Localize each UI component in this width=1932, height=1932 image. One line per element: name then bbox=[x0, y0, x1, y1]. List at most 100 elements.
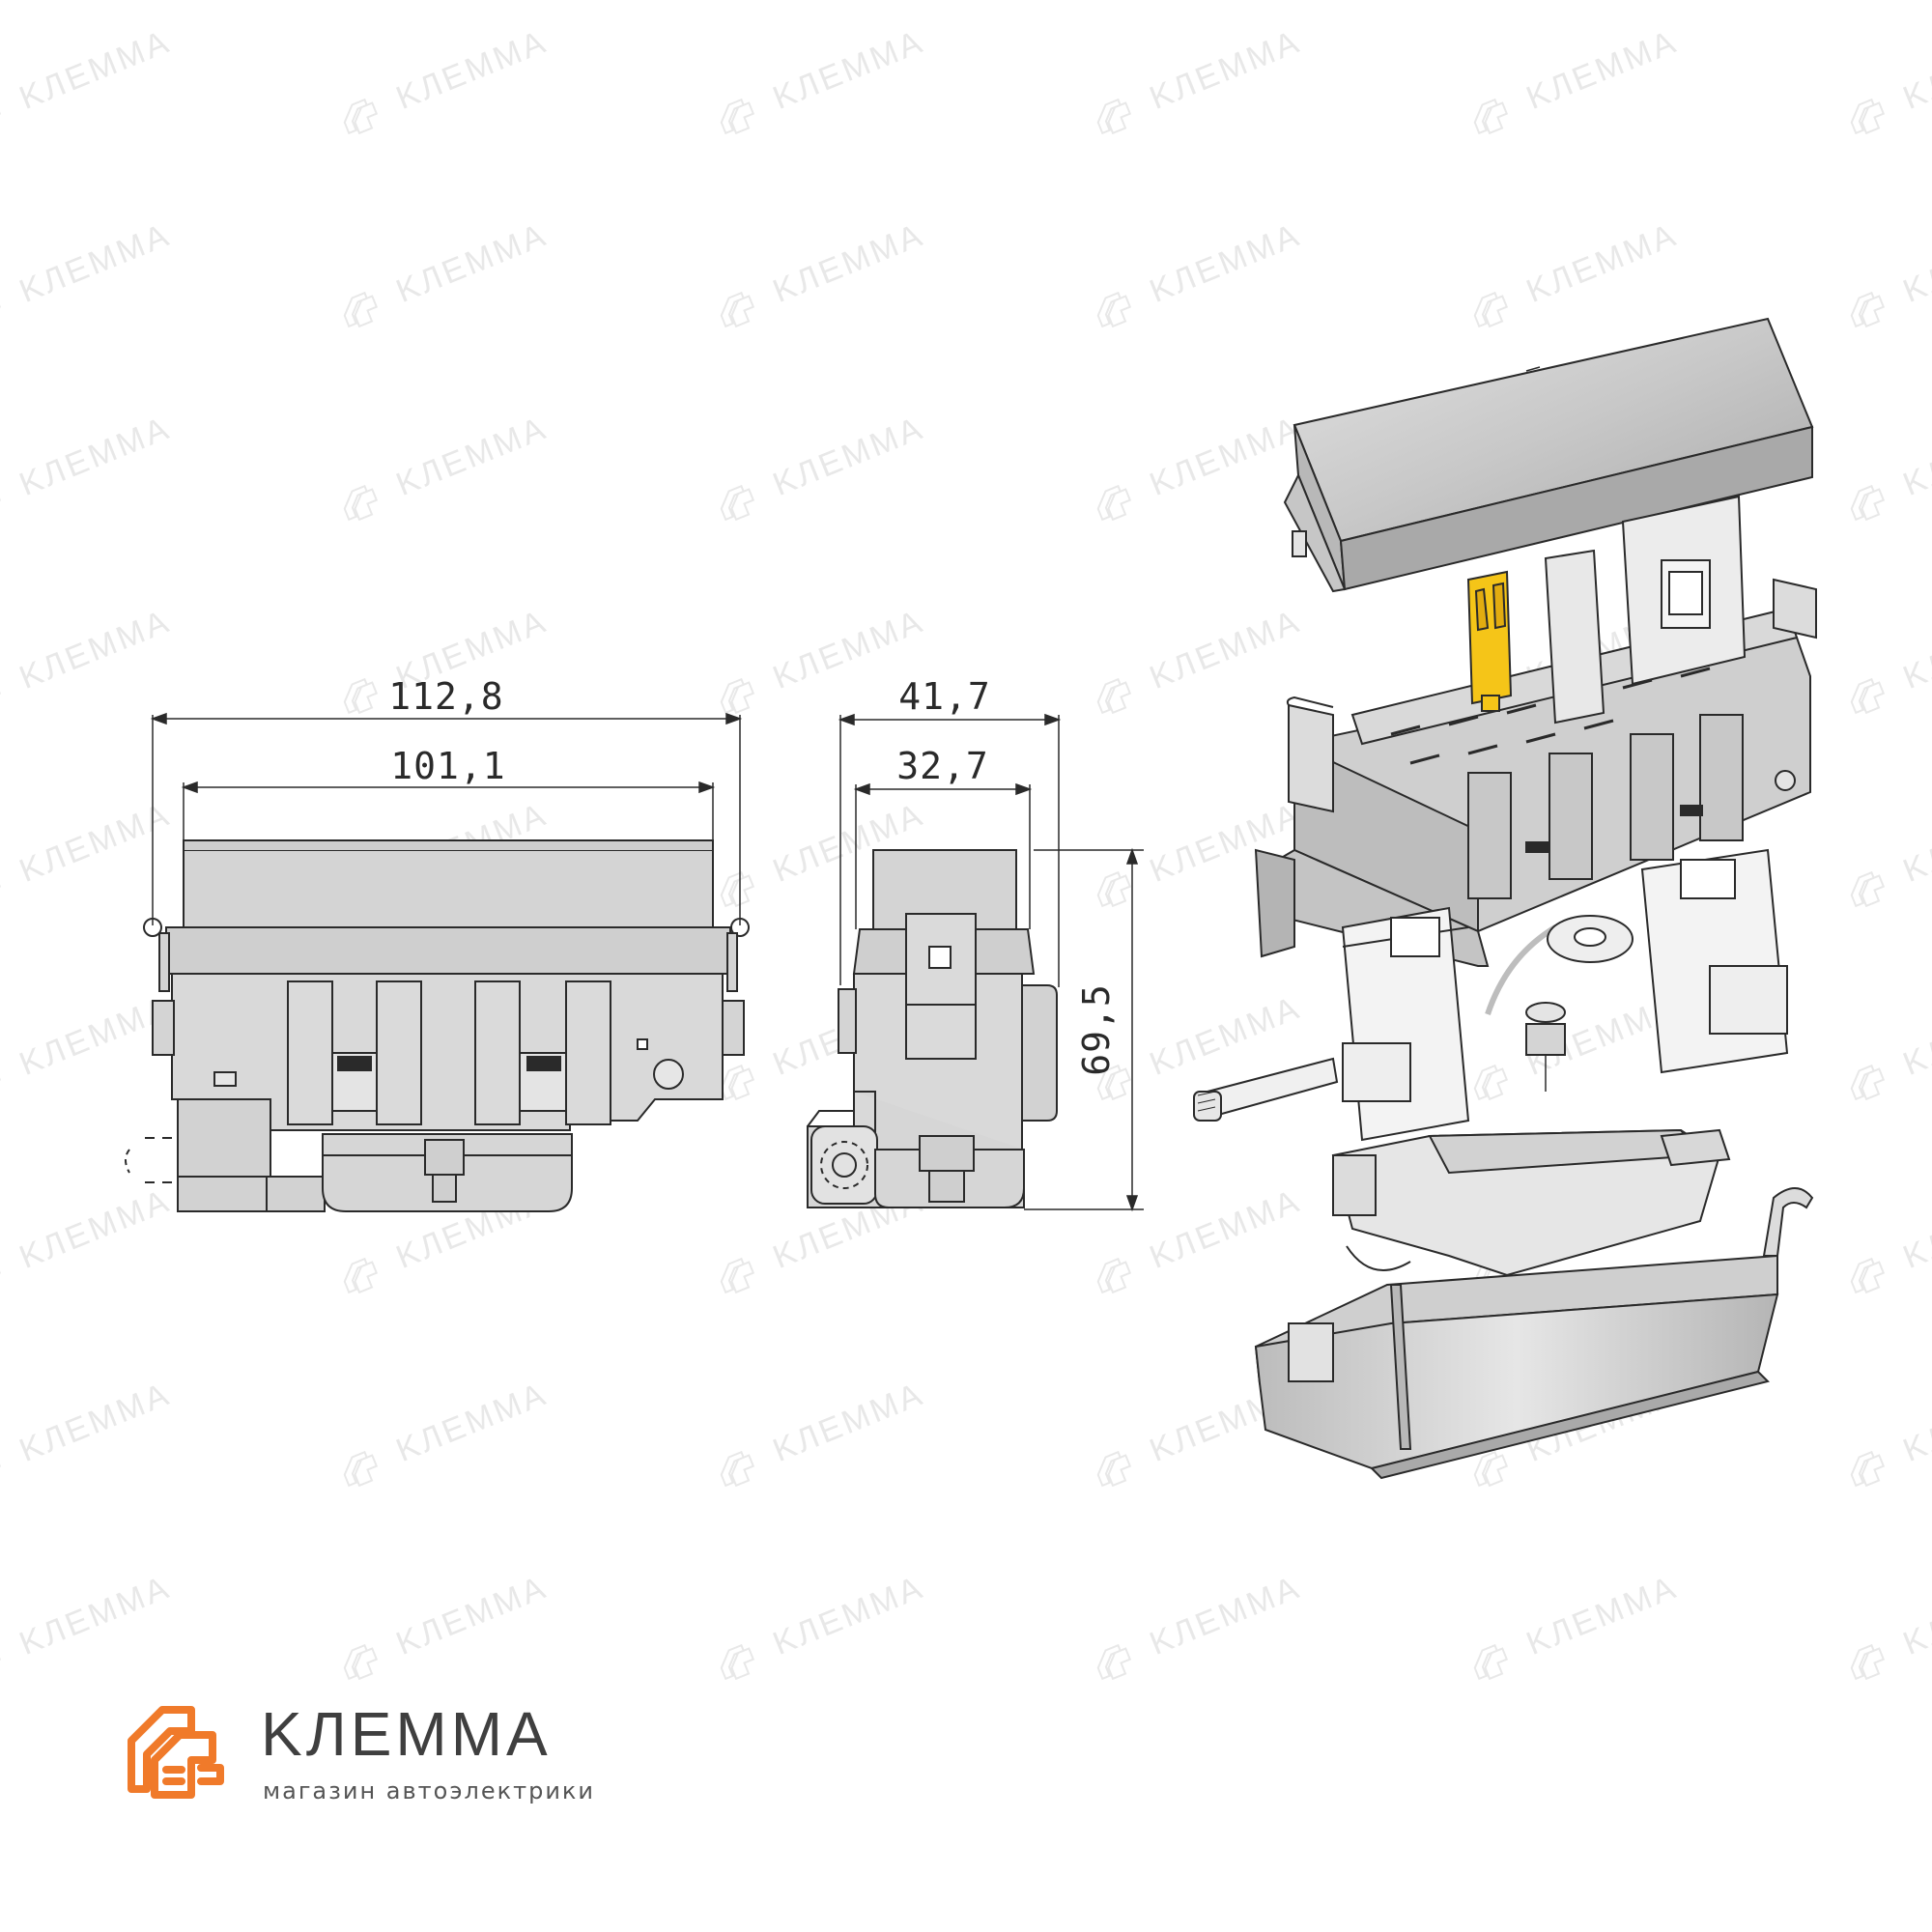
watermark-logo-icon bbox=[0, 1643, 2, 1681]
watermark-logo-icon bbox=[1850, 291, 1886, 328]
watermark-item: KЛEMMA bbox=[720, 1569, 929, 1681]
watermark-item: KЛEMMA bbox=[1096, 216, 1306, 328]
watermark-logo-icon bbox=[1850, 1643, 1886, 1681]
watermark-text: KЛEMMA bbox=[1898, 23, 1932, 117]
watermark-text: KЛEMMA bbox=[14, 1569, 176, 1662]
watermark-item: KЛEMMA bbox=[1850, 603, 1932, 715]
watermark-item: KЛEMMA bbox=[1850, 410, 1932, 522]
connector-right bbox=[1640, 848, 1789, 1074]
brand-name: KЛEMMA bbox=[261, 1699, 552, 1769]
watermark-text: KЛEMMA bbox=[1145, 23, 1306, 117]
watermark-logo-icon bbox=[1850, 1064, 1886, 1101]
watermark-logo-icon bbox=[1096, 1643, 1132, 1681]
fuse-box-body bbox=[1254, 495, 1817, 967]
watermark-logo-icon bbox=[1850, 1257, 1886, 1294]
watermark-logo-icon bbox=[343, 484, 379, 522]
watermark-text: KЛEMMA bbox=[14, 796, 176, 890]
watermark-item: KЛEMMA bbox=[1850, 989, 1932, 1101]
watermark-logo-icon bbox=[1473, 98, 1509, 135]
watermark-text: KЛEMMA bbox=[14, 23, 176, 117]
watermark-item: KЛEMMA bbox=[1096, 23, 1306, 135]
watermark-item: KЛEMMA bbox=[720, 216, 929, 328]
watermark-logo-icon bbox=[1096, 1064, 1132, 1101]
middle-tray bbox=[1331, 1128, 1731, 1277]
watermark-text: KЛEMMA bbox=[1898, 216, 1932, 310]
watermark-item: KЛEMMA bbox=[1850, 1376, 1932, 1488]
watermark-text: KЛEMMA bbox=[1145, 216, 1306, 310]
watermark-logo-icon bbox=[720, 1064, 755, 1101]
watermark-logo-icon bbox=[1850, 98, 1886, 135]
watermark-item: KЛEMMA bbox=[1473, 1569, 1683, 1681]
front-overall-width-label: 112,8 bbox=[388, 675, 503, 718]
watermark-logo-icon bbox=[1096, 1450, 1132, 1488]
watermark-text: KЛEMMA bbox=[391, 410, 553, 503]
watermark-text: KЛEMMA bbox=[391, 216, 553, 310]
watermark-text: KЛEMMA bbox=[768, 23, 929, 117]
watermark-logo-icon bbox=[0, 1064, 2, 1101]
front-dimension-lines bbox=[150, 712, 743, 925]
ring-terminal bbox=[1485, 915, 1634, 1092]
front-view-drawing bbox=[125, 839, 750, 1212]
watermark-item: KЛEMMA bbox=[0, 1376, 176, 1488]
watermark-item: KЛEMMA bbox=[1850, 1182, 1932, 1294]
watermark-item: KЛEMMA bbox=[0, 410, 176, 522]
watermark-item: KЛEMMA bbox=[1850, 23, 1932, 135]
watermark-text: KЛEMMA bbox=[768, 1376, 929, 1469]
watermark-logo-icon bbox=[1850, 677, 1886, 715]
watermark-item: KЛEMMA bbox=[343, 1569, 553, 1681]
side-dimension-lines bbox=[838, 713, 1144, 1212]
watermark-logo-icon bbox=[720, 1450, 755, 1488]
watermark-item: KЛEMMA bbox=[343, 410, 553, 522]
watermark-logo-icon bbox=[1473, 1643, 1509, 1681]
watermark-item: KЛEMMA bbox=[0, 989, 176, 1101]
watermark-item: KЛEMMA bbox=[1850, 1569, 1932, 1681]
watermark-logo-icon bbox=[0, 1450, 2, 1488]
watermark-logo-icon bbox=[343, 1643, 379, 1681]
watermark-text: KЛEMMA bbox=[391, 23, 553, 117]
watermark-text: KЛEMMA bbox=[391, 1569, 553, 1662]
watermark-text: KЛEMMA bbox=[14, 216, 176, 310]
yellow-fuse bbox=[1466, 570, 1513, 712]
watermark-logo-icon bbox=[1850, 870, 1886, 908]
watermark-logo-icon bbox=[720, 484, 755, 522]
watermark-item: KЛEMMA bbox=[720, 23, 929, 135]
watermark-item: KЛEMMA bbox=[1850, 796, 1932, 908]
watermark-item: KЛEMMA bbox=[1096, 1182, 1306, 1294]
watermark-logo-icon bbox=[0, 484, 2, 522]
watermark-text: KЛEMMA bbox=[768, 410, 929, 503]
watermark-logo-icon bbox=[1850, 484, 1886, 522]
watermark-item: KЛEMMA bbox=[0, 796, 176, 908]
watermark-text: KЛEMMA bbox=[1521, 23, 1683, 117]
watermark-logo-icon bbox=[720, 98, 755, 135]
watermark-item: KЛEMMA bbox=[1473, 23, 1683, 135]
watermark-logo-icon bbox=[1096, 98, 1132, 135]
watermark-text: KЛEMMA bbox=[1898, 603, 1932, 696]
watermark-text: KЛEMMA bbox=[768, 1569, 929, 1662]
watermark-item: KЛEMMA bbox=[343, 1376, 553, 1488]
side-overall-depth-label: 41,7 bbox=[898, 675, 991, 718]
side-view-drawing bbox=[807, 849, 1058, 1208]
watermark-text: KЛEMMA bbox=[1898, 989, 1932, 1083]
watermark-text: KЛEMMA bbox=[14, 410, 176, 503]
watermark-text: KЛEMMA bbox=[1898, 1569, 1932, 1662]
brand-mark-icon bbox=[128, 1706, 224, 1799]
watermark-item: KЛEMMA bbox=[720, 1376, 929, 1488]
watermark-text: KЛEMMA bbox=[1145, 989, 1306, 1083]
watermark-item: KЛEMMA bbox=[1096, 410, 1306, 522]
watermark-logo-icon bbox=[343, 1257, 379, 1294]
watermark-logo-icon bbox=[1096, 1257, 1132, 1294]
watermark-logo-icon bbox=[1096, 677, 1132, 715]
watermark-logo-icon bbox=[343, 98, 379, 135]
cable-stud bbox=[1193, 1057, 1339, 1122]
watermark-logo-icon bbox=[720, 677, 755, 715]
watermark-text: KЛEMMA bbox=[1898, 1182, 1932, 1276]
watermark-logo-icon bbox=[1473, 291, 1509, 328]
watermark-item: KЛEMMA bbox=[0, 1569, 176, 1681]
watermark-item: KЛEMMA bbox=[720, 410, 929, 522]
watermark-text: KЛEMMA bbox=[14, 603, 176, 696]
bottom-tray bbox=[1254, 1187, 1814, 1480]
height-label: 69,5 bbox=[1075, 983, 1118, 1076]
exploded-view-drawing bbox=[1193, 317, 1817, 1480]
connector-left bbox=[1341, 906, 1470, 1142]
